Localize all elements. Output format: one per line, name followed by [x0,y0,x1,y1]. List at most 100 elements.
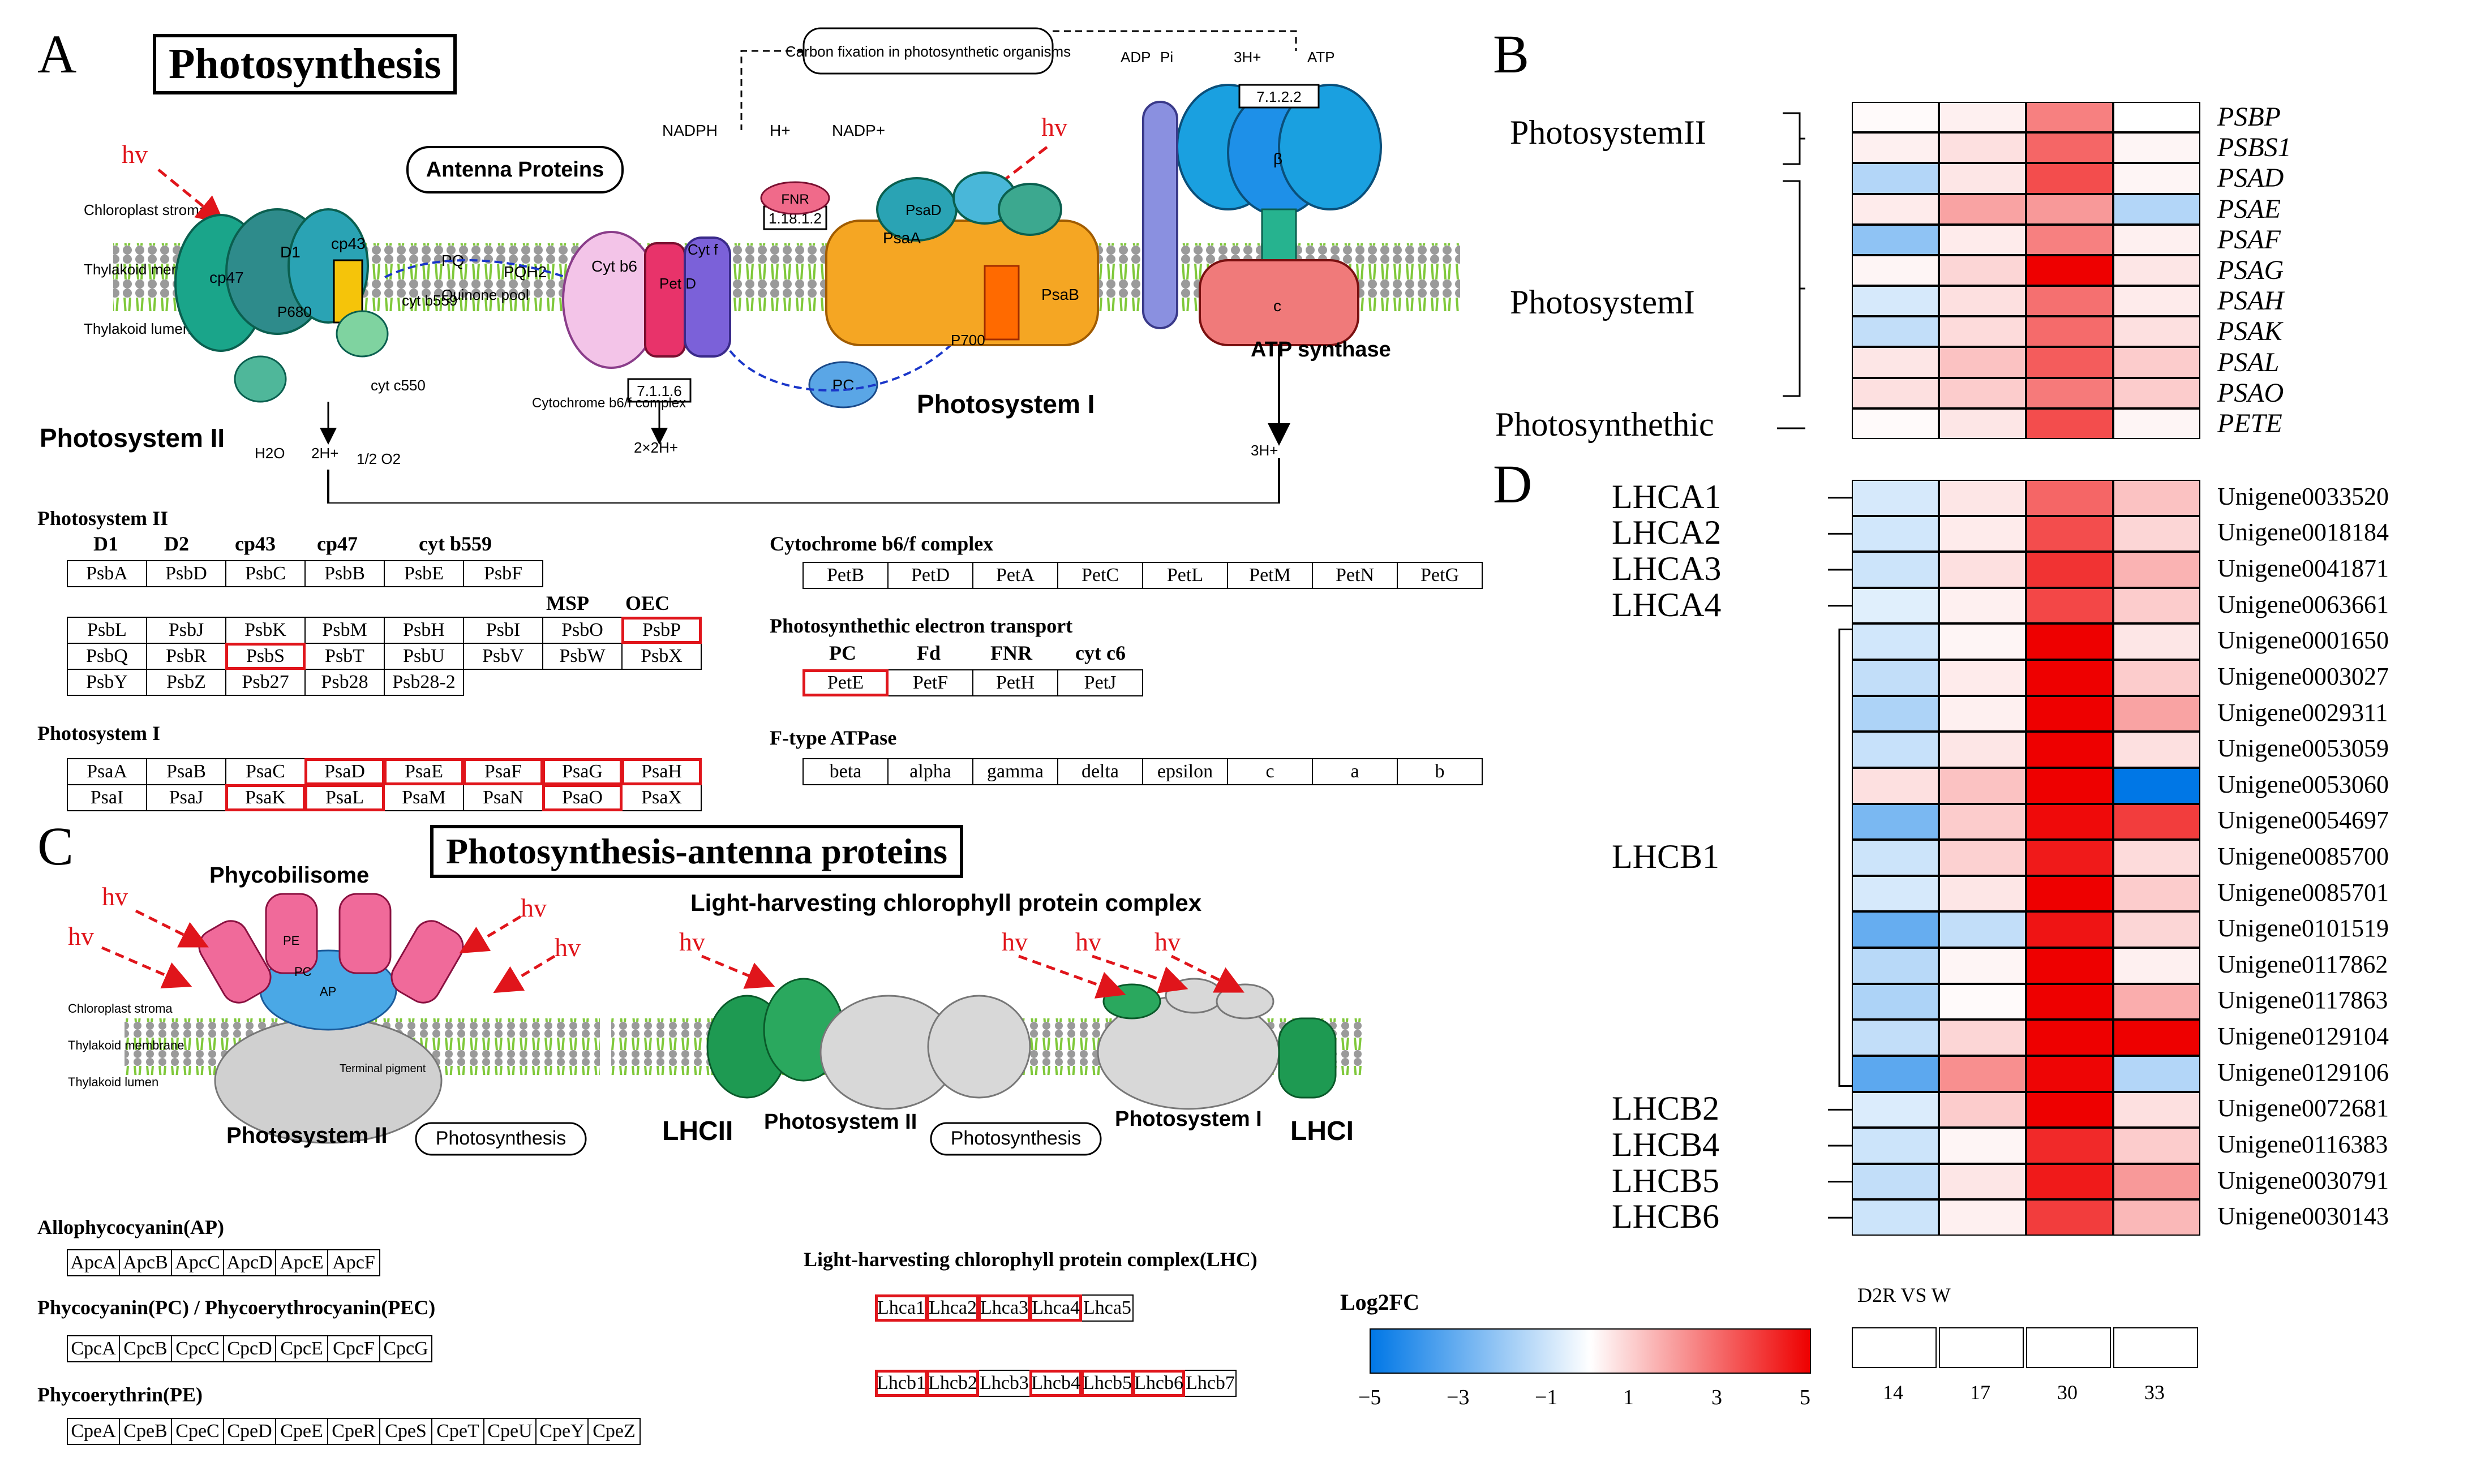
heatmap-d-cell-r18-c1 [1939,1128,2026,1164]
group-label-photosystem-i: PhotosystemI [1510,283,1695,321]
panel-letter-d: D [1493,454,1533,514]
svg-text:H+: H+ [770,122,791,139]
sample-boxes [1852,1327,2200,1369]
lhc-structure [706,978,1337,1110]
group-label-d-1: LHCA2 [1612,514,1722,552]
gene-box-petc: PetC [1057,562,1143,589]
heatmap-d-cell-r3-c0 [1852,587,1939,624]
heatmap-d-cell-r10-c0 [1852,840,1939,876]
legend-title: Log2FC [1340,1289,1419,1315]
heatmap-d-cell-r17-c2 [2026,1091,2113,1128]
pe-table-title: Phycoerythrin(PE) [37,1383,203,1406]
heatmap-d-cell-r20-c1 [1939,1199,2026,1236]
panel-c-title: Photosynthesis-antenna proteins [430,825,964,878]
atp-synthase-label: ATP synthase [1251,338,1391,362]
gene-box-apcd: ApcD [223,1249,276,1276]
heatmap-d-cell-r17-c3 [2113,1091,2200,1128]
sample-box-2 [2026,1327,2111,1368]
heatmap-b-cell-r4-c3 [2113,224,2200,255]
gene-box-a: a [1312,758,1398,785]
gene-box-apca: ApcA [67,1249,120,1276]
gene-box-lhca4: Lhca4 [1029,1294,1082,1322]
heatmap-d-cell-r9-c0 [1852,803,1939,840]
sample-label-1: 17 [1970,1381,1990,1404]
svg-text:hv: hv [521,893,547,922]
svg-text:Photosynthesis: Photosynthesis [951,1128,1082,1149]
ps1-table-title: Photosystem I [37,722,160,745]
gene-label-b-1: PSBS1 [2217,132,2291,163]
gene-box-psaf: PsaF [463,758,543,785]
gene-box-psam: PsaM [384,784,464,811]
gene-box-epsilon: epsilon [1142,758,1228,785]
gene-label-d-6: Unigene0029311 [2217,698,2388,726]
group-label-d-0: LHCA1 [1612,478,1722,515]
heatmap-d-cell-r16-c1 [1939,1055,2026,1092]
heatmap-b-cell-r5-c3 [2113,255,2200,286]
gene-box-cped: CpeD [223,1418,276,1445]
heatmap-d-cell-r13-c0 [1852,948,1939,984]
gene-box-psbr: PsbR [146,643,226,670]
heatmap-d-cell-r5-c0 [1852,660,1939,696]
gene-box-lhcb1: Lhcb1 [875,1370,928,1397]
svg-text:AP: AP [320,984,336,999]
svg-text:hv: hv [102,882,128,911]
heatmap-b-cell-r10-c3 [2113,408,2200,439]
svg-text:1/2 O2: 1/2 O2 [357,450,401,467]
heatmap-b-cell-r5-c2 [2026,255,2113,286]
group-label-d-3: LHCA4 [1612,586,1722,623]
gene-label-b-4: PSAF [2217,224,2281,255]
heatmap-d-cell-r4-c3 [2113,623,2200,660]
heatmap-d-cell-r14-c0 [1852,983,1939,1020]
gene-label-d-9: Unigene0054697 [2217,806,2389,835]
gene-box-apcb: ApcB [119,1249,172,1276]
heatmap-d-cell-r5-c2 [2026,660,2113,696]
heatmap-b-cell-r6-c1 [1939,286,2026,317]
gene-label-d-3: Unigene0063661 [2217,590,2389,618]
heatmap-b-cell-r7-c0 [1852,316,1939,347]
gene-label-b-7: PSAK [2217,316,2282,347]
svg-text:Cyt f: Cyt f [688,241,718,258]
svg-text:c: c [1273,297,1281,315]
group-label-d-5: LHCB2 [1612,1090,1720,1128]
heatmap-b-cell-r8-c1 [1939,347,2026,378]
heatmap-d-cell-r0-c3 [2113,480,2200,516]
gene-box-cpeb: CpeB [119,1418,172,1445]
heatmap-d-cell-r19-c3 [2113,1163,2200,1200]
gene-box-psao: PsaO [542,784,623,811]
gene-label-d-15: Unigene0129104 [2217,1022,2389,1051]
gene-box-lhcb4: Lhcb4 [1029,1370,1082,1397]
heatmap-b-cell-r6-c2 [2026,286,2113,317]
gene-box-petg: PetG [1397,562,1483,589]
group-label-d-8: LHCB6 [1612,1198,1720,1236]
gene-box-psad: PsaD [304,758,385,785]
svg-text:FNR: FNR [781,192,809,207]
gene-box-psai: PsaI [67,784,147,811]
heatmap-d-cell-r2-c1 [1939,552,2026,588]
ap-table-title: Allophycocyanin(AP) [37,1216,225,1238]
heatmap-d-cell-r6-c3 [2113,695,2200,732]
heatmap-d-cell-r8-c0 [1852,767,1939,804]
heatmap-b-cell-r6-c0 [1852,286,1939,317]
gene-label-b-8: PSAL [2217,347,2280,377]
heatmap-d-cell-r14-c3 [2113,983,2200,1020]
gene-box-psbd: PsbD [146,560,226,587]
sample-box-0 [1852,1327,1937,1368]
gene-box-lhca5: Lhca5 [1081,1294,1134,1322]
svg-text:2×2H+: 2×2H+ [634,439,678,456]
heatmap-b-cell-r8-c0 [1852,347,1939,378]
gene-box-alpha: alpha [887,758,973,785]
panel-letter-a: A [37,24,77,84]
svg-text:PsaA: PsaA [883,229,921,247]
heatmap-b-cell-r5-c0 [1852,255,1939,286]
panel-a-title: Photosynthesis [153,34,457,94]
heatmap-b-cell-r9-c3 [2113,377,2200,408]
heatmap-b-cell-r2-c3 [2113,163,2200,194]
cytb6f-diagram-label: Cytochrome b6/f complex [532,395,686,411]
photosystem-i-complex: PsaA PsaD PsaB P700 [825,171,1099,349]
legend-tick-0: −5 [1358,1386,1381,1409]
legend-colorbar [1370,1328,1811,1374]
